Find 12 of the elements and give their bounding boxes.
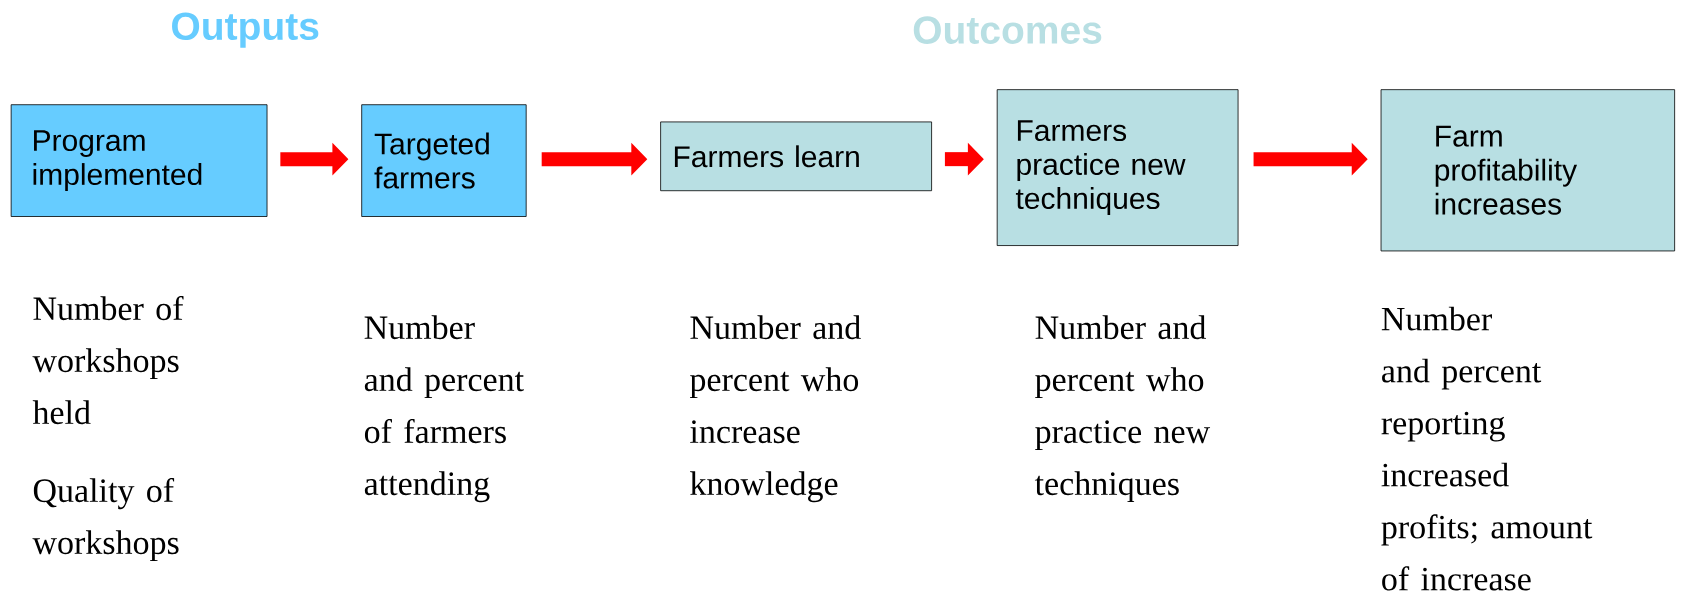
process-box: Farm profitability increases bbox=[1380, 89, 1676, 252]
heading: Outcomes bbox=[913, 16, 1102, 44]
process-box: Program implemented bbox=[10, 104, 268, 217]
process-box: Farmers practice new techniques bbox=[996, 89, 1239, 247]
description-text: Number and percent of farmers attending bbox=[364, 315, 524, 503]
description-text: Number of workshops held Quality of workshops bbox=[32, 296, 184, 562]
process-box: Farmers learn bbox=[660, 121, 932, 192]
process-box: Targeted farmers bbox=[361, 104, 527, 217]
description-text: Number and percent reporting increased profits; amount of increase bbox=[1381, 306, 1593, 591]
heading: Outputs bbox=[172, 12, 319, 48]
description-text: Number and percent who practice new techniques bbox=[1034, 315, 1211, 503]
description-text: Number and percent who increase knowledge bbox=[690, 315, 861, 503]
